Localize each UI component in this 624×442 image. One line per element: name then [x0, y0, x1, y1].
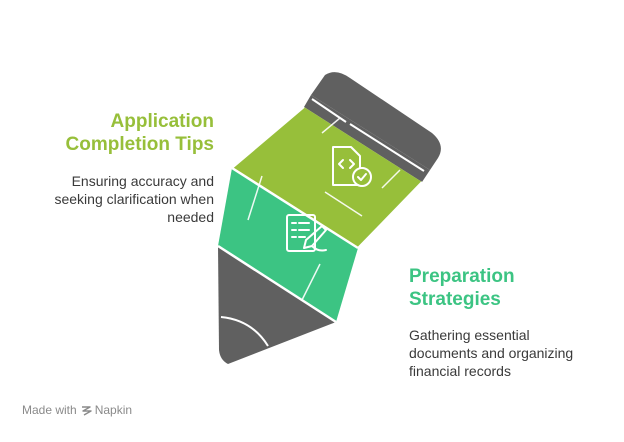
description-line: needed [167, 209, 214, 225]
tip-graphite-line [220, 316, 269, 347]
segment-application-completion-tips [232, 107, 422, 248]
made-with-label: Made with [22, 403, 77, 417]
code-document-check-icon [332, 146, 372, 187]
application-completion-tips-title: Application Completion Tips [14, 110, 214, 156]
application-completion-tips-description: Ensuring accuracy and seeking clarificat… [14, 172, 214, 226]
description-line: financial records [409, 363, 511, 379]
title-line: Preparation [409, 266, 515, 287]
title-line: Application [110, 111, 214, 132]
description-line: Gathering essential [409, 327, 530, 343]
signed-document-icon [286, 214, 327, 252]
description-line: Ensuring accuracy and [71, 173, 214, 189]
description-line: seeking clarification when [54, 191, 214, 207]
pencil-tip [218, 246, 336, 364]
ferrule-line [311, 98, 347, 123]
title-line: Strategies [409, 289, 501, 310]
preparation-strategies-description: Gathering essential documents and organi… [409, 326, 609, 380]
napkin-logo-icon [81, 405, 92, 416]
pencil-ferrule [304, 95, 430, 182]
segment-divider [231, 166, 359, 250]
tip-edge [217, 244, 337, 324]
segment-edge [231, 106, 423, 249]
napkin-watermark: Made with Napkin [22, 403, 132, 417]
pencil-eraser [311, 72, 441, 170]
napkin-brand-label: Napkin [94, 403, 133, 417]
title-line: Completion Tips [65, 134, 214, 155]
napkin-brand: Napkin [81, 403, 132, 417]
description-line: documents and organizing [409, 345, 574, 361]
segment-facet-line [321, 117, 401, 217]
ferrule-line [349, 123, 425, 172]
segment-facet-line [247, 175, 321, 301]
preparation-strategies-title: Preparation Strategies [409, 265, 609, 311]
